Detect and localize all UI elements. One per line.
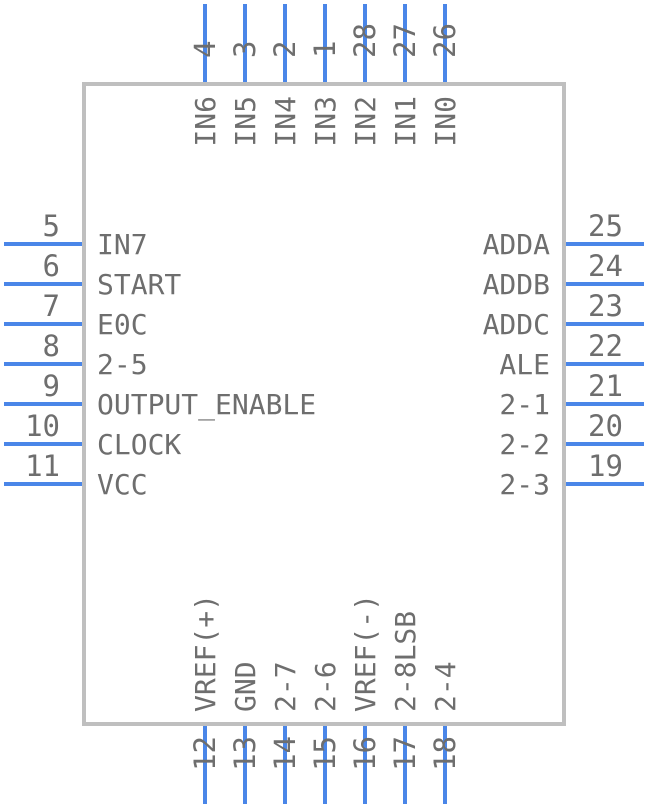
pin-number-17: 17 [388,736,422,771]
pin-number-24: 24 [588,249,623,283]
pin-number-28: 28 [348,23,382,58]
pin-label-start: START [97,268,181,301]
pin-label-2-2: 2-2 [499,428,550,461]
pin-number-7: 7 [43,289,60,323]
pin-number-22: 22 [588,329,623,363]
pin-lines [4,4,644,804]
pin-number-18: 18 [428,736,462,771]
pin-label-adda: ADDA [483,228,551,261]
pin-label-gnd: GND [229,661,262,712]
pin-label-in4: IN4 [269,96,302,147]
pin-label-2-3: 2-3 [499,468,550,501]
pin-number-8: 8 [43,329,60,363]
pin-label-in5: IN5 [229,96,262,147]
pin-number-21: 21 [588,369,623,403]
pin-number-5: 5 [43,209,60,243]
pin-number-20: 20 [588,409,623,443]
pin-label-vref-: VREF(-) [349,594,382,712]
pin-number-6: 6 [43,249,60,283]
pin-label-2-7: 2-7 [269,661,302,712]
pin-label-in6: IN6 [189,96,222,147]
pin-label-output-enable: OUTPUT_ENABLE [97,388,316,422]
pin-number-9: 9 [43,369,60,403]
pin-label-vref-: VREF(+) [189,594,222,712]
pin-label-addc: ADDC [483,308,550,341]
pin-number-25: 25 [588,209,623,243]
pin-label-in0: IN0 [429,96,462,147]
pin-number-27: 27 [388,23,422,58]
pin-label-2-5: 2-5 [97,348,148,381]
pin-number-2: 2 [268,41,302,58]
pin-label-vcc: VCC [97,468,148,501]
pin-label-e0c: E0C [97,308,148,341]
pin-number-1: 1 [308,41,342,58]
pin-number-19: 19 [588,449,623,483]
pin-label-2-6: 2-6 [309,661,342,712]
pin-label-in1: IN1 [389,96,422,147]
pin-label-2-8lsb: 2-8LSB [389,611,422,712]
pin-number-16: 16 [348,736,382,771]
pin-number-15: 15 [308,736,342,771]
pin-label-in2: IN2 [349,96,382,147]
pin-label-in3: IN3 [309,96,342,147]
pin-number-11: 11 [25,449,60,483]
pin-label-ale: ALE [499,348,550,381]
pin-number-3: 3 [228,41,262,58]
pin-number-13: 13 [228,736,262,771]
pin-label-clock: CLOCK [97,428,181,461]
pin-label-addb: ADDB [483,268,550,301]
pin-number-23: 23 [588,289,623,323]
pin-number-10: 10 [25,409,60,443]
pin-label-in7: IN7 [97,228,148,261]
pin-number-4: 4 [188,41,222,58]
pin-number-12: 12 [188,736,222,771]
pin-number-26: 26 [428,23,462,58]
pin-label-2-1: 2-1 [499,388,550,421]
ic-body [82,82,566,726]
pin-number-14: 14 [268,736,302,771]
pin-label-2-4: 2-4 [429,661,462,712]
